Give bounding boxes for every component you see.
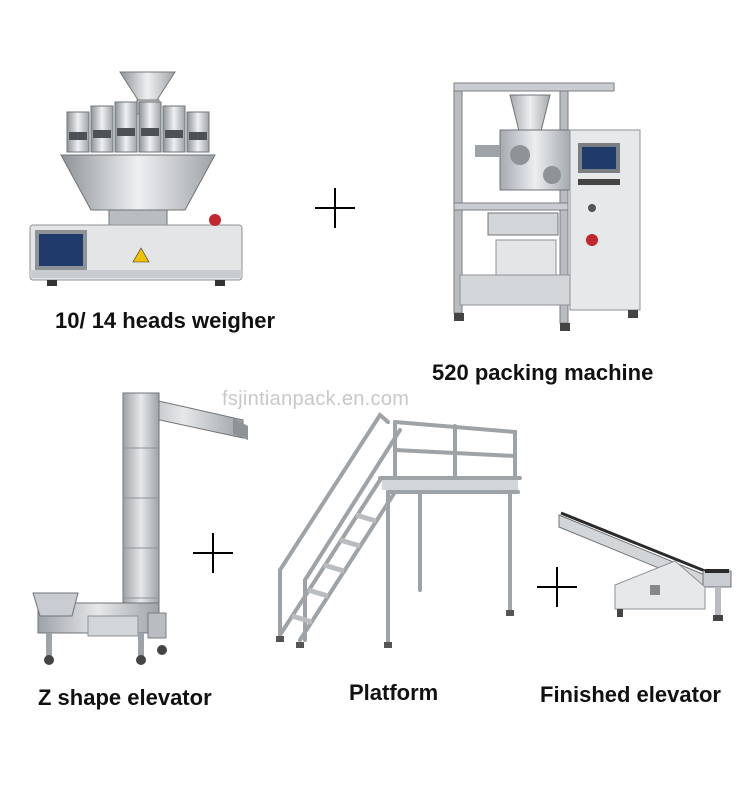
z-shape-elevator-image (32, 392, 248, 665)
packing-caption: 520 packing machine (432, 360, 654, 385)
z-elevator-caption: Z shape elevator (38, 685, 212, 710)
multihead-weigher-image (29, 71, 243, 286)
plus-icon (193, 533, 233, 573)
plus-icon (537, 567, 577, 607)
finished-elevator-caption: Finished elevator (540, 682, 721, 707)
watermark-text: fsjintianpack.en.com (222, 388, 410, 410)
platform-image (276, 411, 522, 648)
packing-machine-image (453, 82, 641, 331)
weigher-caption: 10/ 14 heads weigher (55, 308, 276, 333)
platform-caption: Platform (349, 680, 439, 705)
finished-elevator-image (558, 511, 732, 621)
plus-icon (315, 188, 355, 228)
